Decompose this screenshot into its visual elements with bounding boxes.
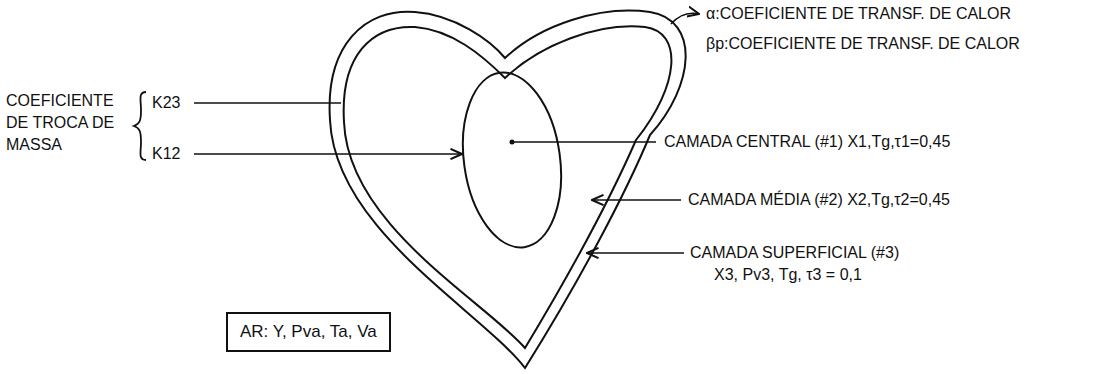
leader-line: [514, 141, 656, 143]
leader-line: [671, 13, 699, 24]
central-layer-outline: [452, 66, 572, 254]
mass-bracket: [134, 92, 146, 160]
box-text: AR: Y, Pva, Ta, Va: [240, 321, 377, 343]
heat-coefficient-note: α:COEFICIENTE DE TRANSF. DE CALOR: [706, 3, 1011, 25]
layer-label: CAMADA SUPERFICIAL (#3) X3, Pv3, Tg, τ3 …: [690, 242, 916, 286]
leader-line: [194, 153, 462, 155]
mass-coefficient-note: COEFICIENTE DE TROCA DE MASSA: [6, 90, 132, 156]
middle-layer-outline: [344, 26, 672, 348]
leader-dot: [510, 140, 515, 145]
leader-line: [587, 252, 684, 254]
heat-coefficient-note: βp:COEFICIENTE DE TRANSF. DE CALOR: [706, 33, 1020, 55]
air-box: AR: Y, Pva, Ta, Va: [226, 312, 391, 352]
layer-label: CAMADA MÉDIA (#2) X2,Tg,τ2=0,45: [688, 189, 950, 211]
leader-line: [592, 199, 681, 201]
coefficient-label: K12: [152, 143, 180, 165]
leader-line: [194, 102, 341, 104]
coefficient-label: K23: [152, 92, 180, 114]
layer-label: CAMADA CENTRAL (#1) X1,Tg,τ1=0,45: [664, 131, 950, 153]
